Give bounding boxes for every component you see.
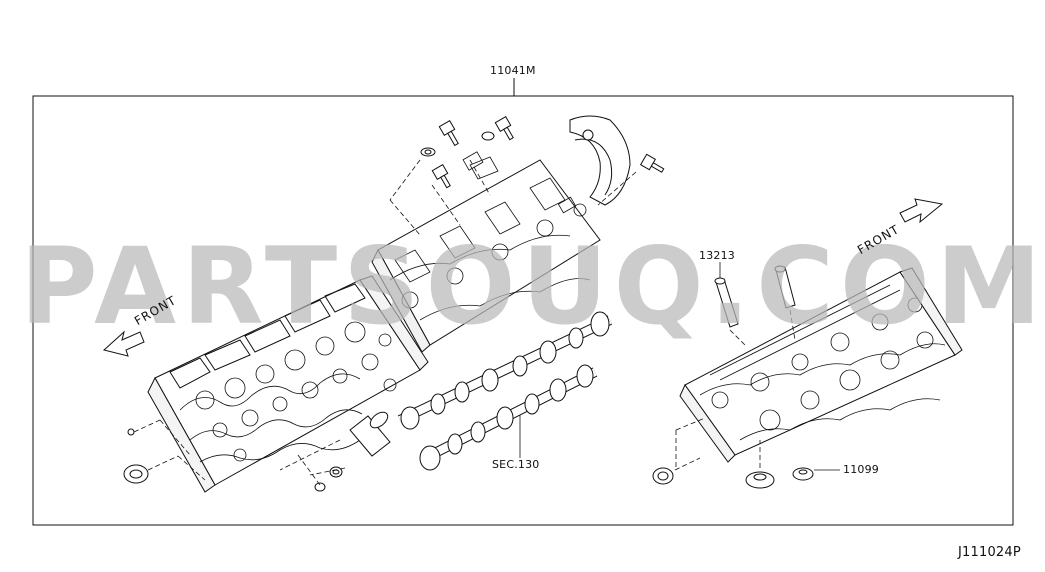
label-assembly: 11041M	[490, 64, 536, 77]
right-head-parts	[652, 265, 814, 489]
right-cylinder-head	[679, 267, 963, 463]
carrier-bolts	[420, 115, 665, 189]
front-arrow-right	[899, 198, 944, 224]
camshaft-upper	[397, 311, 613, 430]
left-cylinder-head	[147, 275, 429, 493]
left-head-parts	[123, 411, 391, 492]
right-head-leaders	[674, 309, 796, 471]
cam-carrier	[371, 151, 601, 353]
front-arrow-left	[102, 330, 145, 357]
left-head-leaders	[133, 419, 346, 486]
assembly-frame	[32, 95, 1014, 526]
carrier-leaders	[389, 159, 637, 236]
label-washer: 11099	[843, 463, 879, 476]
timing-cover	[569, 115, 631, 206]
camshaft-lower	[419, 364, 598, 471]
label-camshaft-section: SEC.130	[492, 458, 540, 471]
label-drawing-code: J111024P	[958, 545, 1021, 560]
label-dowel: 13213	[699, 249, 735, 262]
